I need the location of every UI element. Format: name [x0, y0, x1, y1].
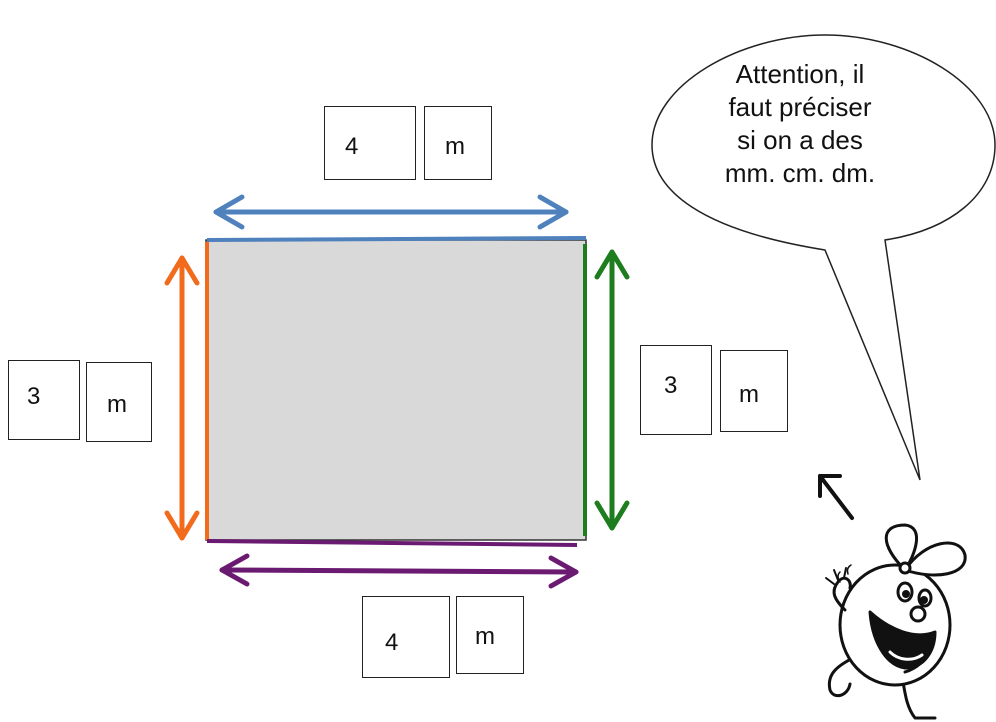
- left-unit-label: m: [107, 391, 127, 418]
- speech-line-2: faut préciser: [728, 92, 872, 122]
- speech-bubble-text: Attention, il faut préciser si on a des …: [700, 58, 900, 183]
- bottom-edge: [206, 539, 578, 547]
- bottom-double-arrow: [219, 553, 579, 589]
- right-number-box: 3: [640, 345, 712, 435]
- right-unit-label: m: [739, 381, 759, 408]
- right-double-arrow: [594, 249, 630, 531]
- speech-line-1: Attention, il: [735, 59, 865, 89]
- left-unit-box: m: [86, 362, 152, 442]
- top-unit-label: m: [445, 133, 465, 160]
- left-number-label: 3: [27, 383, 41, 410]
- top-double-arrow: [213, 194, 569, 230]
- left-number-box: 3: [8, 360, 80, 440]
- speech-line-4: mm. cm. dm.: [724, 158, 876, 183]
- rectangle: [205, 239, 587, 541]
- top-number-box: 4: [324, 106, 416, 180]
- speech-line-3: si on a des: [737, 125, 863, 155]
- pointer-arrow-icon: [818, 474, 854, 520]
- bottom-number-box: 4: [362, 596, 450, 678]
- cartoon-girl-with-bow-icon: [825, 523, 967, 720]
- bottom-number-label: 4: [385, 629, 399, 656]
- right-unit-box: m: [720, 350, 788, 432]
- speech-bubble: [651, 34, 996, 481]
- top-unit-box: m: [424, 106, 492, 180]
- left-double-arrow: [164, 255, 200, 541]
- top-number-label: 4: [345, 133, 359, 160]
- bottom-unit-label: m: [475, 623, 495, 650]
- right-number-label: 3: [664, 372, 678, 399]
- bottom-unit-box: m: [456, 596, 524, 674]
- top-edge: [206, 236, 587, 242]
